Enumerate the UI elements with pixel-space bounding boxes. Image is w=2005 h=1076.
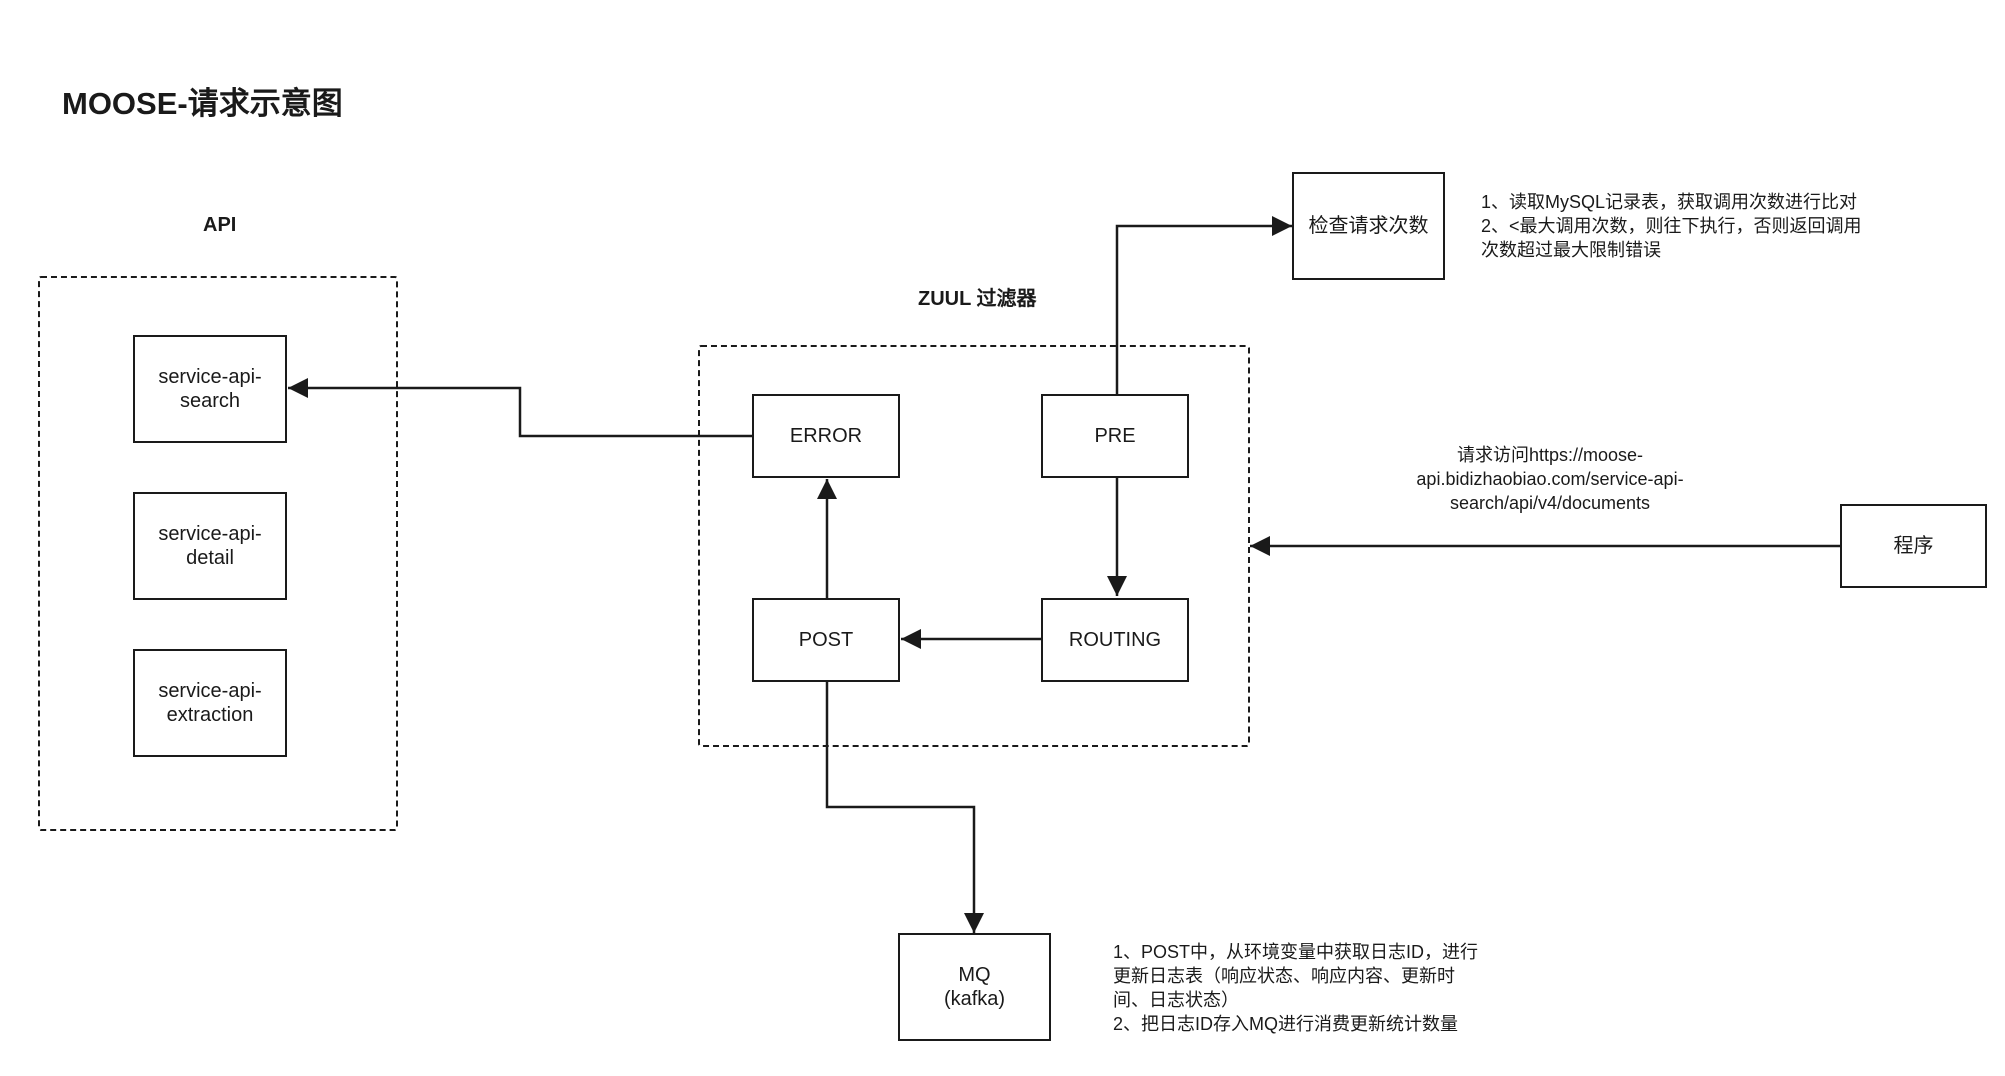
pre-filter-label: PRE <box>1094 425 1136 447</box>
edge-pre-to-check <box>1115 216 1292 394</box>
post-filter-node: POST <box>752 598 900 682</box>
api-group <box>38 276 398 831</box>
service-api-extraction-node: service-api- extraction <box>133 649 287 757</box>
program-label: 程序 <box>1893 535 1934 557</box>
mq-node: MQ (kafka) <box>898 933 1051 1041</box>
service-api-extraction-label: service-api- extraction <box>158 680 262 726</box>
error-filter-node: ERROR <box>752 394 900 478</box>
service-api-search-label: service-api- search <box>158 366 262 412</box>
request-url-note: 请求访问https://moose- api.bidizhaobiao.com/… <box>1416 445 1684 513</box>
error-filter-label: ERROR <box>789 425 863 447</box>
zuul-filter-group <box>698 345 1250 747</box>
service-api-search-node: service-api- search <box>133 335 287 443</box>
post-filter-label: POST <box>798 629 854 651</box>
service-api-detail-node: service-api- detail <box>133 492 287 600</box>
check-request-count-node: 检查请求次数 <box>1292 172 1445 280</box>
program-node: 程序 <box>1840 504 1987 588</box>
check-request-count-label: 检查请求次数 <box>1308 215 1429 237</box>
pre-filter-node: PRE <box>1041 394 1189 478</box>
mq-label: MQ (kafka) <box>943 964 1006 1010</box>
check-note: 1、读取MySQL记录表，获取调用次数进行比对 2、<最大调用次数，则往下执行，… <box>1481 192 1862 260</box>
routing-filter-label: ROUTING <box>1068 629 1162 651</box>
service-api-detail-label: service-api- detail <box>158 523 262 569</box>
edge-error-to-search <box>288 378 754 438</box>
diagram-title: MOOSE-请求示意图 <box>62 86 343 121</box>
zuul-group-label: ZUUL 过滤器 <box>918 288 1037 310</box>
routing-filter-node: ROUTING <box>1041 598 1189 682</box>
mq-note: 1、POST中，从环境变量中获取日志ID，进行 更新日志表（响应状态、响应内容、… <box>1113 942 1479 1034</box>
api-group-label: API <box>203 214 237 236</box>
edge-post-to-mq <box>825 681 984 933</box>
